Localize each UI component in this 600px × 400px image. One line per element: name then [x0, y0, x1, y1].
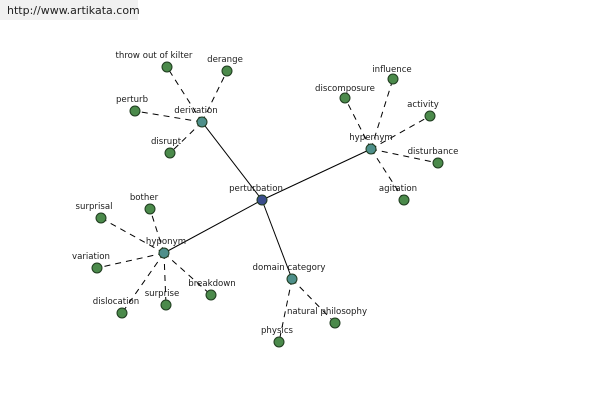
node-throw-out-of-kilter[interactable] [161, 61, 173, 73]
label-hypernym[interactable]: hypernym [349, 133, 393, 143]
edge-hypernym-activity [370, 115, 431, 150]
label-breakdown[interactable]: breakdown [188, 279, 236, 289]
edge-hyponym-bother [149, 208, 165, 254]
label-disturbance[interactable]: disturbance [408, 147, 459, 157]
node-dislocation[interactable] [116, 307, 128, 319]
edge-derivation-perturb [134, 110, 203, 123]
edge-derivation-disrupt [169, 121, 203, 154]
node-hyponym[interactable] [158, 247, 170, 259]
label-influence[interactable]: influence [372, 65, 411, 75]
edge-center-hypernym [261, 148, 372, 201]
node-activity[interactable] [424, 110, 436, 122]
node-derivation[interactable] [196, 116, 208, 128]
edge-center-derivation [201, 121, 263, 201]
node-variation[interactable] [91, 262, 103, 274]
label-derivation[interactable]: derivation [174, 106, 217, 116]
node-domain-category[interactable] [286, 273, 298, 285]
graph-nodes [91, 61, 444, 348]
edge-center-hyponym [163, 199, 263, 254]
node-agitation[interactable] [398, 194, 410, 206]
graph-edges [96, 66, 439, 343]
label-disrupt[interactable]: disrupt [151, 137, 182, 147]
label-perturb[interactable]: perturb [116, 95, 148, 105]
node-discomposure[interactable] [339, 92, 351, 104]
label-dislocation[interactable]: dislocation [93, 297, 139, 307]
node-physics[interactable] [273, 336, 285, 348]
label-surprisal[interactable]: surprisal [76, 202, 113, 212]
label-discomposure[interactable]: discomposure [315, 84, 375, 94]
label-derange[interactable]: derange [207, 55, 243, 65]
edge-hyponym-surprise [163, 252, 167, 306]
node-hypernym[interactable] [365, 143, 377, 155]
edge-hyponym-dislocation [121, 252, 165, 314]
label-hyponym[interactable]: hyponym [146, 237, 186, 247]
url-banner: http://www.artikata.com [0, 0, 140, 20]
node-disrupt[interactable] [164, 147, 176, 159]
node-center-perturbation[interactable] [256, 194, 268, 206]
edge-hypernym-influence [370, 78, 394, 150]
node-natural-philosophy[interactable] [329, 317, 341, 329]
edge-hypernym-discomposure [344, 97, 372, 150]
graph-labels: derivation throw out of kilter derange pert… [72, 51, 458, 336]
node-disturbance[interactable] [432, 157, 444, 169]
label-activity[interactable]: activity [407, 100, 439, 110]
label-agitation[interactable]: agitation [379, 184, 417, 194]
edge-derivation-derange [201, 70, 228, 123]
edge-hyponym-surprisal [100, 217, 165, 254]
label-bother[interactable]: bother [130, 193, 159, 203]
edge-hypernym-disturbance [370, 148, 439, 164]
edge-hyponym-variation [96, 252, 165, 269]
label-physics[interactable]: physics [261, 326, 294, 336]
edge-center-domain-category [261, 199, 293, 280]
label-domain-category[interactable]: domain category [253, 263, 326, 273]
node-perturb[interactable] [129, 105, 141, 117]
node-surprisal[interactable] [95, 212, 107, 224]
node-surprise[interactable] [160, 299, 172, 311]
node-derange[interactable] [221, 65, 233, 77]
node-influence[interactable] [387, 73, 399, 85]
node-bother[interactable] [144, 203, 156, 215]
label-natural-philosophy[interactable]: natural philosophy [287, 307, 367, 317]
label-surprise[interactable]: surprise [145, 289, 180, 299]
label-throw-out-of-kilter[interactable]: throw out of kilter [116, 51, 193, 61]
label-center-perturbation[interactable]: perturbation [229, 184, 283, 194]
node-breakdown[interactable] [205, 289, 217, 301]
url-text[interactable]: http://www.artikata.com [7, 4, 140, 17]
label-variation[interactable]: variation [72, 252, 110, 262]
